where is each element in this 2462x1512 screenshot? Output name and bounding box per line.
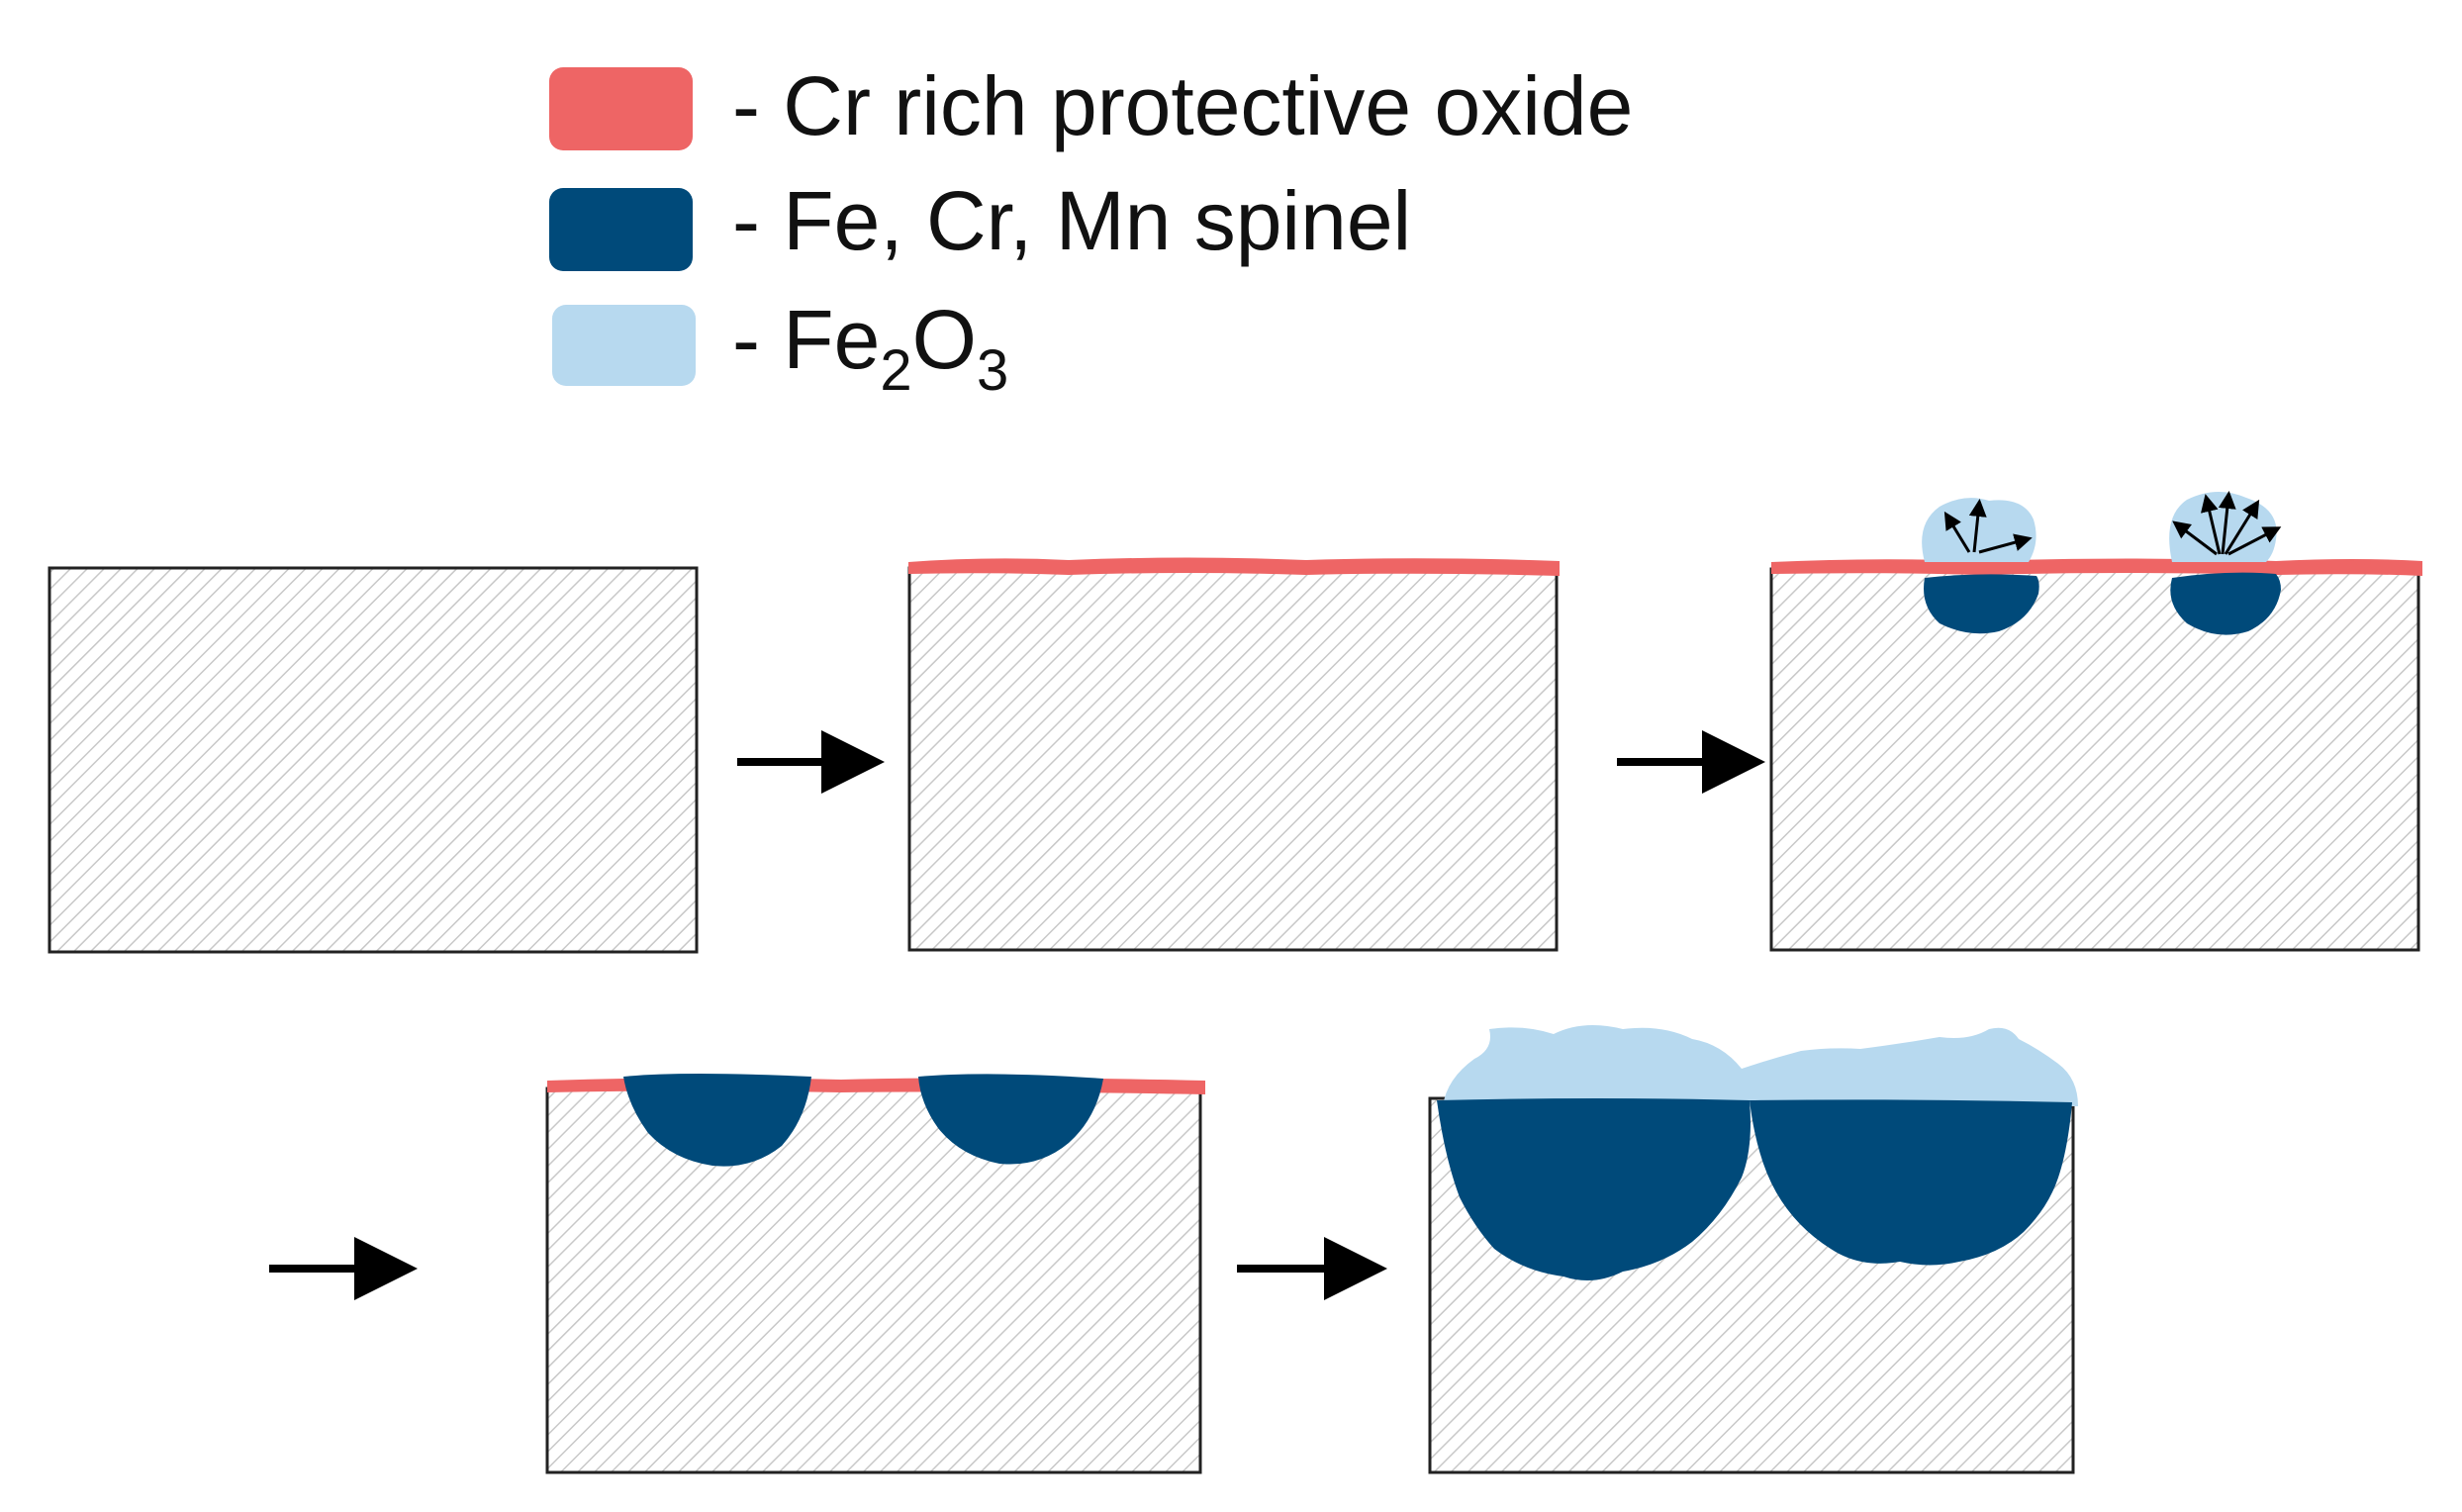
stage-2-protective-oxide <box>907 557 1560 952</box>
legend-item-cr-oxide: - Cr rich protective oxide <box>549 59 1633 152</box>
fe2o3-layer <box>1443 1025 2078 1106</box>
spinel-pit <box>918 1074 1103 1165</box>
stage-4-spinel-growth <box>545 1074 1205 1474</box>
spinel-region <box>1437 1098 1751 1280</box>
stage-3-nucleation <box>1769 491 2422 952</box>
spinel-nodule <box>1924 574 2039 634</box>
legend-swatch-cr-oxide <box>549 67 693 150</box>
substrate-block <box>545 1087 1202 1474</box>
substrate-block <box>907 566 1559 952</box>
spinel-region <box>1750 1099 2072 1266</box>
diffusion-arrows <box>1943 499 2033 554</box>
stage-1-bare-substrate <box>47 566 699 954</box>
legend-swatch-fe2o3 <box>552 305 696 386</box>
diffusion-arrows <box>2172 491 2282 556</box>
legend-swatch-spinel <box>549 188 693 271</box>
spinel-nodule <box>2170 572 2281 635</box>
cr-oxide-layer <box>908 557 1560 576</box>
substrate-block <box>1769 567 2420 952</box>
cr-oxide-layer <box>1771 558 2422 576</box>
stage-5-breakaway-oxidation <box>1428 1025 2078 1474</box>
legend-item-fe2o3: - Fe2O3 <box>552 293 1008 403</box>
legend-label-fe2o3: - Fe2O3 <box>732 293 1008 403</box>
spinel-pit <box>623 1074 811 1167</box>
legend-label-cr-oxide: - Cr rich protective oxide <box>732 59 1633 152</box>
legend-item-spinel: - Fe, Cr, Mn spinel <box>549 174 1411 271</box>
legend-label-spinel: - Fe, Cr, Mn spinel <box>732 174 1411 267</box>
legend: - Cr rich protective oxide - Fe, Cr, Mn … <box>549 59 1633 403</box>
substrate-block <box>47 566 699 954</box>
